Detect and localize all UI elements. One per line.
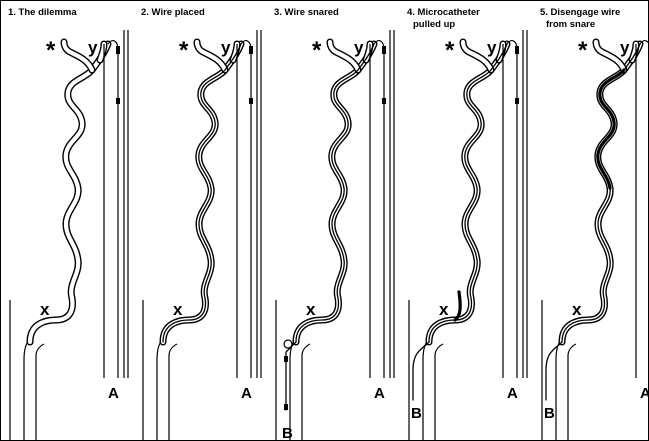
a-label: A — [108, 385, 119, 402]
x-label: x — [173, 300, 183, 319]
snare-loop — [284, 340, 292, 348]
panel-subtitle: from snare — [546, 19, 595, 30]
panel-title: 2. Wire placed — [141, 7, 205, 18]
panel-2: 2. Wire placed * y xA — [141, 7, 261, 440]
b-label: B — [544, 405, 555, 422]
lower-wall-2 — [302, 344, 310, 440]
star-label: * — [46, 37, 56, 64]
lower-wall — [157, 340, 163, 440]
a-label: A — [640, 385, 649, 402]
lower-wall — [556, 340, 562, 440]
snare-wire — [413, 342, 429, 400]
lower-wall — [24, 340, 30, 440]
lower-wall — [423, 340, 429, 440]
x-label: x — [439, 300, 449, 319]
panel-1: 1. The dilemma * y xA — [8, 7, 128, 440]
a-label: A — [374, 385, 385, 402]
panel-title: 5. Disengage wire — [540, 7, 620, 18]
star-label: * — [312, 37, 322, 64]
b-label: B — [282, 425, 293, 441]
y-label: y — [487, 38, 497, 57]
x-label: x — [306, 300, 316, 319]
y-label: y — [620, 38, 630, 57]
tube-a-inner — [640, 41, 649, 378]
panel-title: 3. Wire snared — [274, 7, 339, 18]
x-label: x — [40, 300, 50, 319]
panel-3: 3. Wire snared * y xA B — [274, 7, 394, 441]
y-label: y — [354, 38, 364, 57]
tube-a-inner — [241, 41, 251, 378]
marker-band — [116, 46, 120, 54]
panel-title: 4. Microcatheter — [407, 7, 480, 18]
marker-band — [249, 98, 253, 104]
star-label: * — [179, 37, 189, 64]
panel-title: 1. The dilemma — [8, 7, 77, 18]
marker-band — [515, 98, 519, 104]
marker-band — [382, 46, 386, 54]
lower-wall-2 — [568, 344, 576, 440]
microcatheter — [455, 292, 460, 320]
star-label: * — [445, 37, 455, 64]
marker-band — [515, 46, 519, 54]
y-label: y — [221, 38, 231, 57]
marker-band — [249, 46, 253, 54]
a-label: A — [507, 385, 518, 402]
a-label: A — [241, 385, 252, 402]
snare-wire — [286, 342, 296, 410]
lower-wall-2 — [435, 344, 443, 440]
marker-band — [116, 98, 120, 104]
tube-a-inner — [507, 41, 517, 378]
tube-a-inner — [108, 41, 118, 378]
b-label: B — [411, 405, 422, 422]
marker-band — [284, 356, 288, 362]
marker-band — [284, 404, 288, 410]
y-label: y — [88, 38, 98, 57]
snare-wire — [546, 342, 562, 400]
tube-a-inner — [374, 41, 384, 378]
lower-wall-2 — [169, 344, 177, 440]
star-label: * — [578, 37, 588, 64]
lower-wall-2 — [36, 344, 44, 440]
panel-subtitle: pulled up — [413, 19, 455, 30]
x-label: x — [572, 300, 582, 319]
marker-band — [382, 98, 386, 104]
